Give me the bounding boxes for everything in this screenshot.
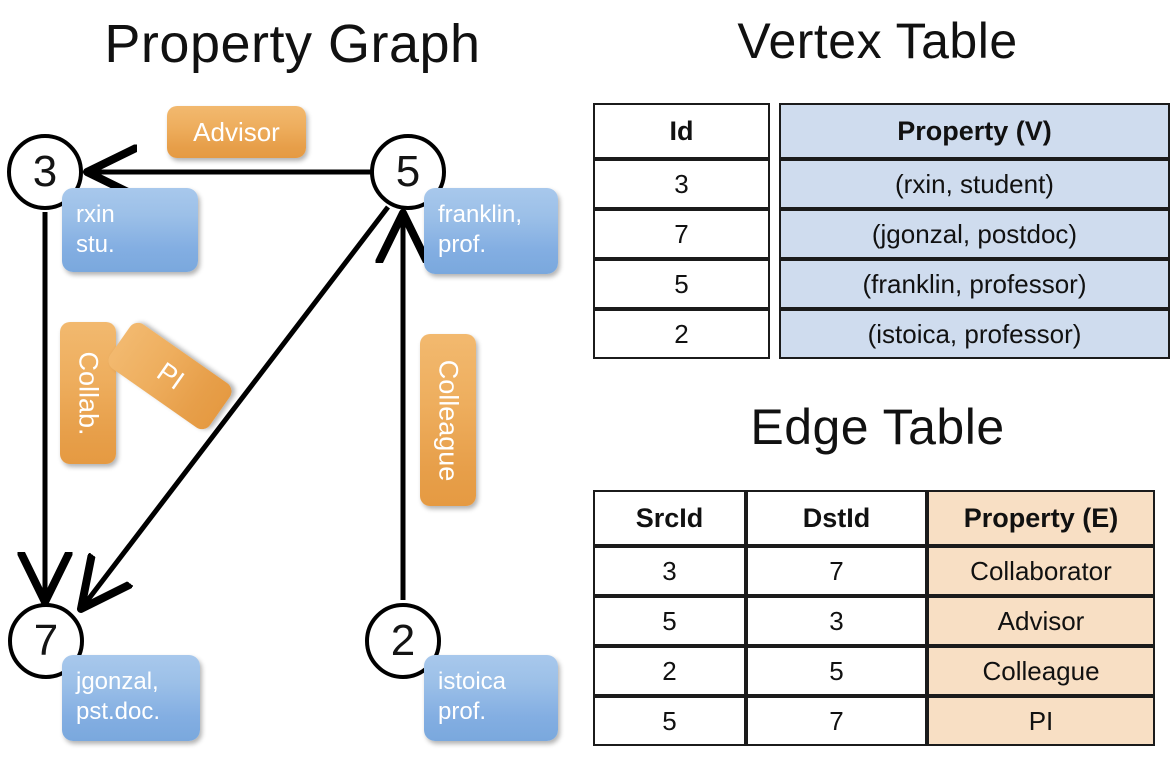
- vertex-cell-id: 3: [593, 159, 770, 209]
- page-title-vertex-table: Vertex Table: [737, 13, 1018, 69]
- node-property-line-1: jgonzal,: [76, 668, 159, 695]
- vertex-header-property: Property (V): [779, 103, 1170, 159]
- column-gap: [770, 103, 779, 159]
- node-property-line-1: rxin: [76, 201, 115, 228]
- vertex-table: Id Property (V) 3 (rxin, student) 7 (jgo…: [593, 103, 1170, 359]
- node-property-line-2: stu.: [76, 231, 115, 258]
- table-row: 5 7 PI: [593, 696, 1155, 746]
- graph-node-5[interactable]: 5: [370, 134, 446, 210]
- node-property-line-1: istoica: [438, 668, 507, 695]
- edge-cell-dstid: 5: [746, 646, 927, 696]
- column-gap: [770, 309, 779, 359]
- edge-label-advisor: Advisor: [167, 106, 306, 158]
- column-gap: [770, 159, 779, 209]
- edge-arrow-pi: [84, 205, 390, 605]
- vertex-header-id: Id: [593, 103, 770, 159]
- table-row: 5 3 Advisor: [593, 596, 1155, 646]
- vertex-cell-property: (jgonzal, postdoc): [779, 209, 1170, 259]
- table-row: 2 5 Colleague: [593, 646, 1155, 696]
- node-property-box-franklin: franklin, prof.: [424, 188, 558, 274]
- edge-label-colleague-text: Colleague: [433, 359, 464, 481]
- node-property-line-2: prof.: [438, 231, 487, 258]
- edge-cell-dstid: 7: [746, 696, 927, 746]
- edge-header-dstid: DstId: [746, 490, 927, 546]
- edge-label-advisor-text: Advisor: [193, 116, 280, 147]
- column-gap: [770, 259, 779, 309]
- vertex-cell-id: 5: [593, 259, 770, 309]
- edge-label-colleague: Colleague: [420, 334, 476, 506]
- vertex-cell-id: 2: [593, 309, 770, 359]
- node-property-box-istoica: istoica prof.: [424, 655, 558, 741]
- edge-cell-property: Colleague: [927, 646, 1155, 696]
- edge-cell-dstid: 3: [746, 596, 927, 646]
- edge-label-collab-text: Collab.: [73, 350, 104, 436]
- table-row: 3 7 Collaborator: [593, 546, 1155, 596]
- table-row: 3 (rxin, student): [593, 159, 1170, 209]
- edge-cell-dstid: 7: [746, 546, 927, 596]
- table-row: 5 (franklin, professor): [593, 259, 1170, 309]
- edge-label-collab: Collab.: [60, 322, 116, 464]
- table-header-row: Id Property (V): [593, 103, 1170, 159]
- table-header-row: SrcId DstId Property (E): [593, 490, 1155, 546]
- node-property-line-2: prof.: [438, 698, 487, 725]
- edge-header-srcid: SrcId: [593, 490, 746, 546]
- vertex-cell-property: (istoica, professor): [779, 309, 1170, 359]
- edge-cell-property: Advisor: [927, 596, 1155, 646]
- edge-cell-srcid: 5: [593, 596, 746, 646]
- node-property-box-jgonzal: jgonzal, pst.doc.: [62, 655, 200, 741]
- edge-cell-property: PI: [927, 696, 1155, 746]
- vertex-cell-property: (rxin, student): [779, 159, 1170, 209]
- edge-label-pi-text: PI: [151, 355, 190, 396]
- graph-node-2[interactable]: 2: [365, 603, 441, 679]
- property-graph-panel: Property Graph 3 5 7 2 rxin stu. frankli…: [0, 0, 585, 760]
- graph-edges-layer: [0, 0, 585, 760]
- edge-header-property: Property (E): [927, 490, 1155, 546]
- table-row: 2 (istoica, professor): [593, 309, 1170, 359]
- vertex-cell-id: 7: [593, 209, 770, 259]
- edge-cell-srcid: 2: [593, 646, 746, 696]
- node-property-line-2: pst.doc.: [76, 698, 161, 725]
- page-title-edge-table: Edge Table: [750, 399, 1005, 455]
- edge-cell-srcid: 3: [593, 546, 746, 596]
- column-gap: [770, 209, 779, 259]
- edge-table: SrcId DstId Property (E) 3 7 Collaborato…: [593, 490, 1155, 746]
- node-property-line-1: franklin,: [438, 201, 523, 228]
- vertex-cell-property: (franklin, professor): [779, 259, 1170, 309]
- node-property-box-rxin: rxin stu.: [62, 188, 198, 272]
- edge-cell-srcid: 5: [593, 696, 746, 746]
- edge-cell-property: Collaborator: [927, 546, 1155, 596]
- table-row: 7 (jgonzal, postdoc): [593, 209, 1170, 259]
- page-title-property-graph: Property Graph: [104, 14, 481, 74]
